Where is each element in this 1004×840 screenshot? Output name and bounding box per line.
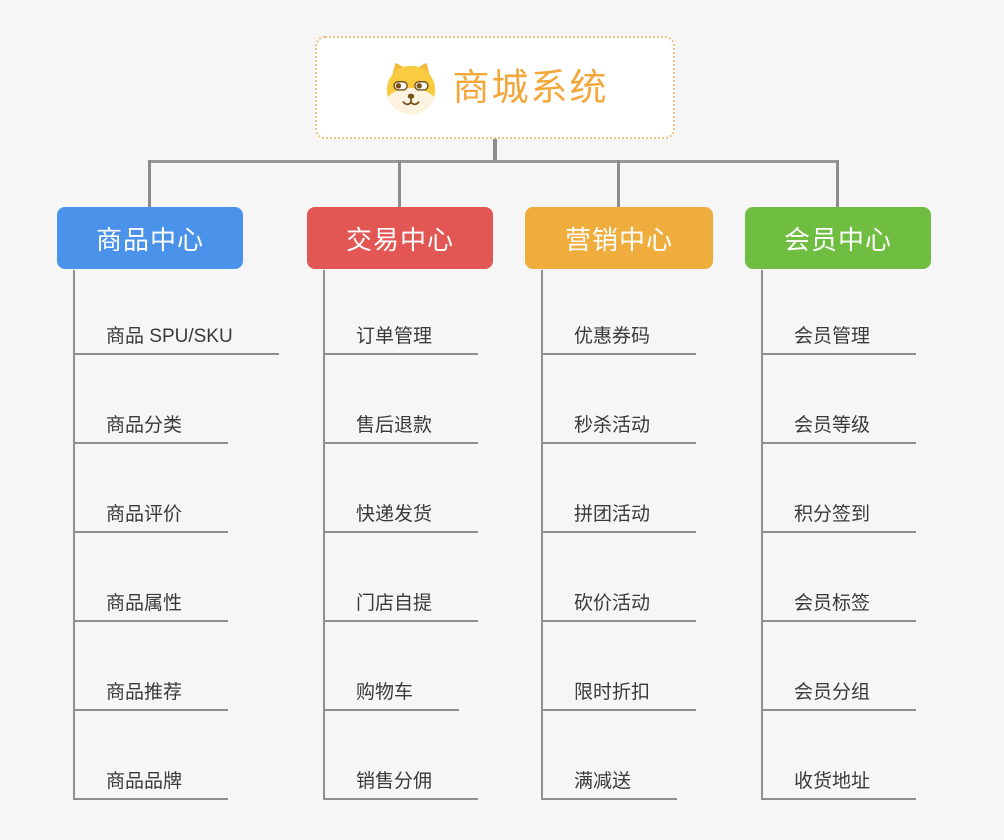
child-topic[interactable]: 购物车 bbox=[325, 622, 460, 711]
child-topic[interactable]: 商品分类 bbox=[75, 355, 229, 444]
child-topic[interactable]: 会员管理 bbox=[763, 270, 917, 355]
child-topic[interactable]: 销售分佣 bbox=[325, 711, 479, 800]
branch-node-goods[interactable]: 商品中心 bbox=[57, 207, 243, 269]
child-topic[interactable]: 商品品牌 bbox=[75, 711, 229, 800]
child-topic[interactable]: 秒杀活动 bbox=[543, 355, 697, 444]
child-topic[interactable]: 会员分组 bbox=[763, 622, 917, 711]
child-topic[interactable]: 商品 SPU/SKU bbox=[75, 270, 279, 355]
child-topic[interactable]: 满减送 bbox=[543, 711, 678, 800]
connector-branch-3 bbox=[617, 160, 620, 208]
dog-face-icon bbox=[386, 62, 435, 114]
root-topic-node[interactable]: 商城系统 bbox=[315, 36, 675, 139]
branch-trade-center: 交易中心 订单管理 售后退款 快递发货 门店自提 购物车 销售分佣 bbox=[307, 207, 507, 800]
child-topic[interactable]: 商品属性 bbox=[75, 533, 229, 622]
branch-marketing-children: 优惠券码 秒杀活动 拼团活动 砍价活动 限时折扣 满减送 bbox=[541, 270, 725, 800]
branch-trade-children: 订单管理 售后退款 快递发货 门店自提 购物车 销售分佣 bbox=[323, 270, 507, 800]
branch-member-children: 会员管理 会员等级 积分签到 会员标签 会员分组 收货地址 bbox=[761, 270, 945, 800]
child-topic[interactable]: 会员标签 bbox=[763, 533, 917, 622]
child-topic[interactable]: 商品评价 bbox=[75, 444, 229, 533]
branch-node-marketing[interactable]: 营销中心 bbox=[525, 207, 713, 269]
child-topic[interactable]: 售后退款 bbox=[325, 355, 479, 444]
child-topic[interactable]: 积分签到 bbox=[763, 444, 917, 533]
connector-branch-2 bbox=[398, 160, 401, 208]
child-topic[interactable]: 优惠券码 bbox=[543, 270, 697, 355]
branch-node-trade[interactable]: 交易中心 bbox=[307, 207, 493, 269]
connector-branch-1 bbox=[148, 160, 151, 208]
child-topic[interactable]: 商品推荐 bbox=[75, 622, 229, 711]
branch-marketing-center: 营销中心 优惠券码 秒杀活动 拼团活动 砍价活动 限时折扣 满减送 bbox=[525, 207, 725, 800]
child-topic[interactable]: 订单管理 bbox=[325, 270, 479, 355]
child-topic[interactable]: 快递发货 bbox=[325, 444, 479, 533]
child-topic[interactable]: 限时折扣 bbox=[543, 622, 697, 711]
branch-node-member[interactable]: 会员中心 bbox=[745, 207, 931, 269]
branch-goods-children: 商品 SPU/SKU 商品分类 商品评价 商品属性 商品推荐 商品品牌 bbox=[73, 270, 279, 800]
connector-root-vertical bbox=[493, 139, 497, 162]
connector-branch-4 bbox=[836, 160, 839, 208]
connector-horizontal-rail bbox=[148, 160, 839, 163]
child-topic[interactable]: 砍价活动 bbox=[543, 533, 697, 622]
branch-goods-center: 商品中心 商品 SPU/SKU 商品分类 商品评价 商品属性 商品推荐 商品品牌 bbox=[57, 207, 279, 800]
child-topic[interactable]: 门店自提 bbox=[325, 533, 479, 622]
child-topic[interactable]: 拼团活动 bbox=[543, 444, 697, 533]
branch-member-center: 会员中心 会员管理 会员等级 积分签到 会员标签 会员分组 收货地址 bbox=[745, 207, 945, 800]
child-topic[interactable]: 收货地址 bbox=[763, 711, 917, 800]
root-topic-title: 商城系统 bbox=[452, 67, 609, 108]
child-topic[interactable]: 会员等级 bbox=[763, 355, 917, 444]
